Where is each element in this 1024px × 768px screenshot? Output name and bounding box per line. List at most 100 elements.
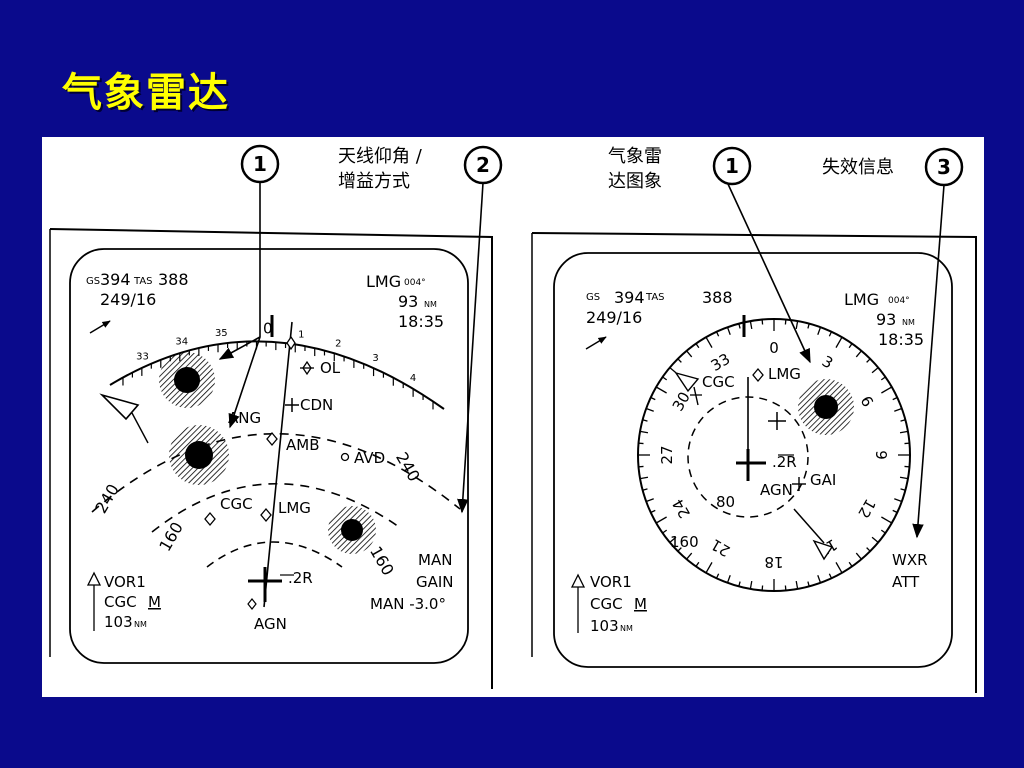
left-vor-mode: M — [148, 593, 161, 611]
left-wx-cell-1-core — [174, 367, 200, 393]
right-track-bug — [812, 539, 834, 561]
wx-image-line2: 达图象 — [608, 171, 662, 192]
right-wpt-gai: GAI — [810, 471, 836, 489]
antenna-tilt-line2: 增益方式 — [338, 171, 410, 192]
right-offset: .2R — [772, 453, 797, 471]
right-compass-tick — [669, 536, 677, 543]
right-compass-tick — [738, 323, 741, 329]
left-arc-tick-label: 34 — [175, 337, 188, 348]
left-wpt-avd-marker — [340, 452, 350, 462]
right-compass-tick — [848, 343, 853, 349]
right-compass-tick — [639, 430, 649, 434]
left-agn-marker — [247, 598, 257, 610]
left-tilt: MAN -3.0° — [370, 595, 446, 613]
right-compass-tick — [738, 581, 741, 587]
right-compass-tick — [835, 562, 843, 574]
left-wpt-cgc-marker — [204, 511, 216, 527]
callout-number: 1 — [725, 154, 739, 178]
right-wx-cell-core — [814, 395, 838, 419]
left-bearing: 004° — [404, 278, 426, 288]
right-compass-tick — [894, 407, 903, 412]
right-compass-tick — [807, 323, 810, 329]
right-wpt-agn: AGN — [760, 481, 793, 499]
right-wpt-lmg-marker — [752, 367, 764, 383]
right-compass-tick — [655, 516, 667, 524]
antenna-tilt-label: 天线仰角 / 增益方式 — [338, 146, 423, 192]
left-vor-unit: NM — [134, 620, 147, 629]
right-compass-tick — [855, 552, 862, 560]
right-display: GS 394 TAS 388 249/16 LMG 004° 93 NM 18:… — [531, 232, 977, 693]
right-compass-tick — [705, 336, 713, 348]
right-compass-tick — [705, 562, 713, 574]
right-compass-tick — [749, 580, 753, 590]
left-vor-dist: 103 — [104, 613, 133, 631]
right-compass-ticks — [638, 319, 910, 591]
failure-msg-label: 失效信息 — [822, 157, 894, 178]
right-compass-tick — [715, 331, 720, 337]
left-range-240-left: 240 — [91, 481, 123, 517]
right-screen-bezel — [553, 252, 953, 668]
left-wpt-lmg: LMG — [278, 499, 311, 517]
right-wxr: WXR — [892, 551, 928, 569]
right-range-160: 160 — [670, 533, 699, 551]
callout-2: 2 — [457, 145, 503, 514]
right-heading-bug — [674, 371, 700, 393]
right-compass-tick — [807, 581, 810, 587]
right-distance-unit: NM — [902, 318, 915, 327]
right-tas-value: 388 — [702, 288, 733, 307]
left-mode-gain: GAIN — [416, 573, 454, 591]
left-screen-bezel — [69, 248, 469, 664]
left-wpt-amb: AMB — [286, 436, 320, 454]
left-range-arc-160 — [151, 482, 403, 533]
right-compass-tick — [726, 575, 731, 584]
left-arc-tick-label: 35 — [215, 328, 228, 339]
left-arc-tick-label: 33 — [136, 352, 149, 363]
right-compass-tick — [645, 407, 654, 412]
left-wpt-agn: AGN — [254, 615, 287, 633]
left-range-arc-240 — [91, 432, 461, 513]
left-distance-unit: NM — [424, 300, 437, 309]
right-compass-tick — [899, 476, 909, 480]
right-gs-label: GS — [586, 292, 600, 303]
callout-number: 2 — [476, 153, 490, 177]
left-gs-label: GS — [86, 276, 100, 287]
right-compass-tick — [871, 367, 879, 374]
right-compass-tick — [749, 320, 753, 330]
right-wpt-lmg: LMG — [768, 365, 801, 383]
right-compass-tick — [892, 396, 898, 401]
right-compass-tick — [855, 350, 862, 358]
right-compass-tick — [880, 529, 886, 534]
callout-number: 3 — [937, 155, 951, 179]
right-compass-tick — [642, 419, 648, 422]
right-compass-tick — [817, 575, 822, 584]
right-compass-label: 27 — [658, 445, 676, 464]
left-offset: .2R — [288, 569, 313, 587]
right-compass-tick — [695, 343, 700, 349]
left-distance: 93 — [398, 292, 418, 311]
right-compass-tick — [642, 488, 648, 491]
right-compass-label: 3 — [819, 352, 836, 372]
right-vor-mode: M — [634, 595, 647, 613]
right-compass-label: 18 — [764, 553, 783, 571]
right-vor-station: CGC — [590, 595, 623, 613]
left-display: GS 394 TAS 388 249/16 LMG 004° 93 NM 18:… — [49, 228, 493, 689]
left-heading-bug — [99, 393, 140, 421]
right-distance: 93 — [876, 310, 896, 329]
left-range-160-right: 160 — [366, 543, 398, 579]
left-eta: 18:35 — [398, 312, 444, 331]
right-vor-pointer-icon — [570, 573, 586, 588]
right-bearing: 004° — [888, 296, 910, 306]
right-compass-tick — [881, 386, 893, 394]
wx-image-line1: 气象雷 — [608, 146, 662, 167]
right-compass-tick — [894, 498, 903, 503]
right-compass-tick — [900, 419, 906, 422]
left-arc-tick-label: 3 — [372, 353, 378, 364]
right-compass-label: 24 — [669, 496, 694, 522]
right-compass-tick — [866, 358, 871, 363]
left-wpt-cgc: CGC — [220, 495, 253, 513]
left-vor-station: CGC — [104, 593, 137, 611]
radar-diagram: 1 天线仰角 / 增益方式 2 气象雷 达图象 1 失效信息 3 GS 394 … — [49, 144, 977, 693]
right-compass-tick — [828, 331, 833, 337]
wx-image-label: 气象雷 达图象 — [608, 146, 662, 192]
